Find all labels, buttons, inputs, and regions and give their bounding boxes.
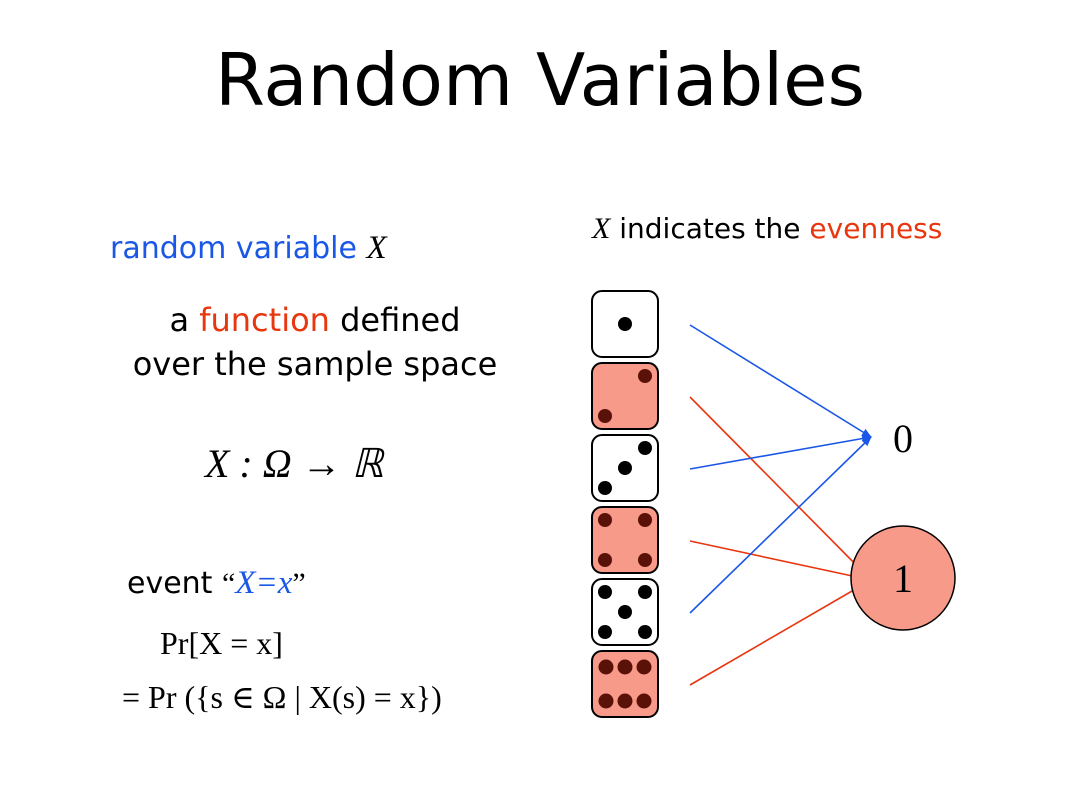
die-6-pip-2 <box>617 659 633 675</box>
mapping-formula: X : Ω → ℝ <box>205 441 384 486</box>
function-definition: a function defined over the sample space <box>95 298 535 386</box>
die-2-pip-2 <box>598 409 612 423</box>
event-word: event <box>127 566 213 601</box>
definition-post: defined <box>340 301 461 339</box>
page-title: Random Variables <box>214 38 865 122</box>
die-4-pip-4 <box>638 553 652 567</box>
heading-text: indicates the <box>619 212 801 245</box>
definition-pre: a <box>169 301 190 339</box>
arrow-die-4-to-1 <box>689 540 872 583</box>
event-label: event “X=x” <box>127 565 306 602</box>
die-6-pip-1 <box>598 659 614 675</box>
die-2 <box>591 362 659 430</box>
die-1 <box>591 290 659 358</box>
die-5-pip-5 <box>638 625 652 639</box>
die-3-pip-2 <box>618 461 632 475</box>
definition-highlight: function <box>199 301 330 339</box>
die-6-pip-5 <box>617 693 633 709</box>
arrow-die-3-to-0 <box>689 434 872 470</box>
target-zero-label: 0 <box>893 416 913 461</box>
event-expression: X=x <box>235 565 293 601</box>
rv-symbol: X <box>366 230 387 266</box>
die-4-pip-2 <box>638 513 652 527</box>
arrow-die-5-to-0 <box>689 436 872 614</box>
die-6-pip-6 <box>636 693 652 709</box>
event-close-quote: ” <box>292 567 306 600</box>
probability-line-2: = Pr ({s ∈ Ω | X(s) = x}) <box>122 679 442 715</box>
die-1-pip-1 <box>618 317 632 331</box>
die-5-pip-3 <box>618 605 632 619</box>
die-3 <box>591 434 659 502</box>
die-6 <box>591 650 659 718</box>
arrow-die-1-to-0 <box>689 324 872 438</box>
die-4-pip-1 <box>598 513 612 527</box>
target-one-circle <box>850 525 956 631</box>
random-variable-label: random variable X <box>110 230 387 267</box>
die-3-pip-3 <box>598 481 612 495</box>
die-5 <box>591 578 659 646</box>
die-6-pip-3 <box>636 659 652 675</box>
mapping-arrows <box>689 324 872 686</box>
die-6-pip-4 <box>598 693 614 709</box>
die-5-pip-4 <box>598 625 612 639</box>
heading-symbol: X <box>592 212 611 245</box>
die-5-pip-2 <box>638 585 652 599</box>
arrow-die-2-to-1 <box>689 396 872 581</box>
target-one-label: 1 <box>893 556 913 601</box>
definition-line-2: over the sample space <box>132 345 498 383</box>
probability-line-1: Pr[X = x] <box>160 625 283 661</box>
arrow-die-6-to-1 <box>689 579 872 686</box>
die-5-pip-1 <box>598 585 612 599</box>
definition-line-1: a function defined <box>95 298 535 342</box>
die-4-pip-3 <box>598 553 612 567</box>
evenness-heading: X indicates the evenness <box>592 212 942 246</box>
die-4 <box>591 506 659 574</box>
rv-label-text: random variable <box>110 231 357 266</box>
die-2-pip-1 <box>638 369 652 383</box>
dice-column <box>591 290 659 718</box>
event-open-quote: “ <box>222 567 236 600</box>
die-3-pip-1 <box>638 441 652 455</box>
heading-highlight: evenness <box>809 212 943 245</box>
